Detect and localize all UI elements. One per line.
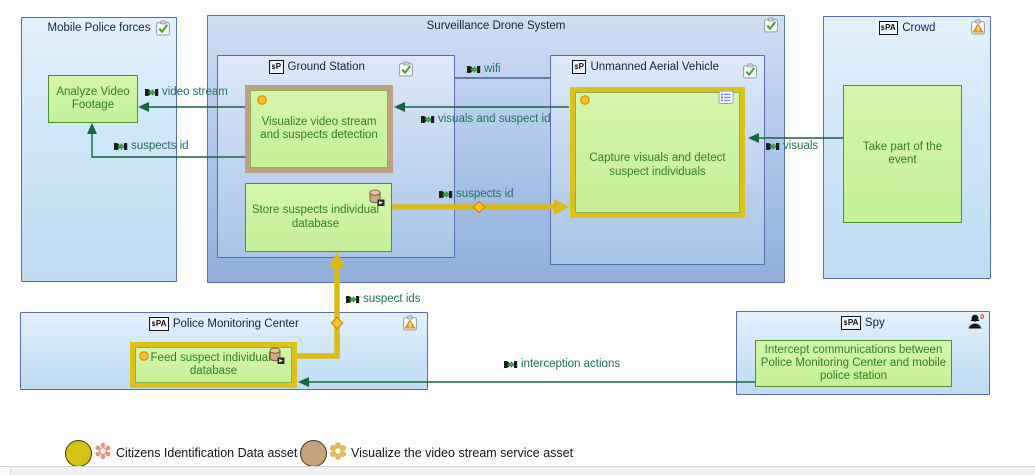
function-visualize-video-stream[interactable]: Visualize video stream and suspects dete…	[245, 85, 393, 173]
exchange-label-video-stream[interactable]: video stream	[144, 86, 228, 98]
physical-component-icon: P	[269, 60, 284, 74]
function-intercept-communications[interactable]: Intercept communications between Police …	[755, 340, 952, 387]
legend-label: Visualize the video stream service asset	[351, 446, 574, 460]
exchange-label-suspects-id-yellow[interactable]: suspects id	[438, 188, 514, 200]
exchange-label-text: suspect ids	[363, 293, 421, 305]
exchange-label-text: video stream	[162, 86, 228, 98]
component-title: Mobile Police forces	[22, 22, 176, 34]
component-title: Surveillance Drone System	[208, 20, 784, 32]
checkmark-status-icon	[398, 61, 414, 77]
component-title: P Ground Station	[218, 60, 454, 74]
checkmark-status-icon	[155, 20, 171, 36]
functional-exchange-icon	[504, 360, 518, 368]
functional-exchange-icon	[467, 65, 481, 73]
checkmark-status-icon	[742, 63, 758, 79]
function-analyze-video-footage[interactable]: Analyze Video Footage	[48, 75, 138, 123]
functional-exchange-icon	[346, 295, 360, 303]
function-store-suspects-database[interactable]: Store suspects individual database	[245, 183, 392, 252]
component-title-label: Police Monitoring Center	[172, 318, 299, 330]
function-label: Intercept communications between Police …	[760, 344, 947, 382]
exchange-label-visuals[interactable]: visuals	[765, 140, 818, 152]
exchange-label-text: visuals and suspect id	[438, 113, 551, 125]
checkmark-status-icon	[763, 17, 779, 33]
svg-text:0: 0	[980, 314, 984, 321]
warning-status-icon	[970, 19, 986, 35]
functional-exchange-icon	[439, 190, 453, 198]
data-asset-circle-icon	[65, 439, 92, 467]
exchange-label-suspects-id[interactable]: suspects id	[113, 140, 189, 152]
spy-person-icon: 0	[966, 312, 986, 331]
physical-component-icon: P	[572, 60, 587, 74]
component-title: P Unmanned Aerial Vehicle	[551, 60, 764, 74]
database-icon	[268, 347, 285, 370]
function-label: Capture visuals and detect suspect indiv…	[589, 152, 726, 178]
component-title-label: Mobile Police forces	[47, 22, 151, 34]
physical-actor-icon: PA	[841, 316, 861, 330]
database-icon	[368, 189, 385, 212]
functional-exchange-icon	[145, 88, 159, 96]
function-capture-visuals[interactable]: Capture visuals and detect suspect indiv…	[570, 87, 745, 218]
physical-actor-icon: PA	[878, 21, 899, 35]
exchange-label-text: suspects id	[131, 140, 189, 152]
function-label: Store suspects individual database	[251, 204, 380, 230]
asset-flower-icon	[94, 442, 112, 465]
asset-flower-icon	[329, 441, 347, 465]
exchange-label-interception-actions[interactable]: interception actions	[503, 358, 620, 370]
component-title-label: Crowd	[902, 22, 936, 34]
legend-item-citizens-data-asset[interactable]: Citizens Identification Data asset	[65, 439, 298, 467]
scrollbar-corner	[0, 467, 11, 475]
service-asset-circle-icon	[300, 439, 327, 467]
function-label: Analyze Video Footage	[56, 85, 130, 112]
component-title-label: Spy	[864, 317, 885, 329]
component-title-label: Unmanned Aerial Vehicle	[590, 61, 719, 73]
physical-actor-icon: PA	[149, 317, 169, 331]
component-title: PA Spy	[737, 316, 989, 330]
component-title: PA Police Monitoring Center	[21, 317, 427, 331]
diagram-legend: Citizens Identification Data asset Visua…	[0, 437, 1035, 469]
exchange-label-text: visuals	[783, 140, 819, 152]
exchange-label-text: interception actions	[521, 358, 621, 370]
exchange-label-visuals-and-suspect-id[interactable]: visuals and suspect id	[420, 113, 551, 125]
function-feed-suspect-database[interactable]: Feed suspect individuals database	[130, 342, 297, 388]
functional-exchange-icon	[114, 142, 128, 150]
functional-exchange-icon	[421, 115, 435, 123]
notes-list-icon	[718, 90, 734, 110]
function-label: Take part of the event	[862, 140, 943, 167]
component-title-label: Surveillance Drone System	[426, 20, 566, 32]
warning-status-icon	[402, 315, 418, 331]
exchange-label-wifi[interactable]: wifi	[466, 63, 501, 75]
horizontal-scrollbar[interactable]	[0, 466, 1035, 475]
exchange-label-suspect-ids[interactable]: suspect ids	[345, 293, 421, 305]
exchange-label-text: suspects id	[456, 188, 514, 200]
component-title-label: Ground Station	[287, 61, 365, 73]
component-title: PA Crowd	[824, 21, 990, 35]
exchange-label-text: wifi	[484, 63, 501, 75]
function-label: Feed suspect individuals database	[150, 351, 277, 378]
legend-label: Citizens Identification Data asset	[116, 446, 298, 460]
function-label: Visualize video stream and suspects dete…	[260, 115, 378, 142]
legend-item-video-stream-service-asset[interactable]: Visualize the video stream service asset	[300, 439, 574, 467]
function-take-part-event[interactable]: Take part of the event	[843, 85, 962, 223]
functional-exchange-icon	[766, 142, 780, 150]
